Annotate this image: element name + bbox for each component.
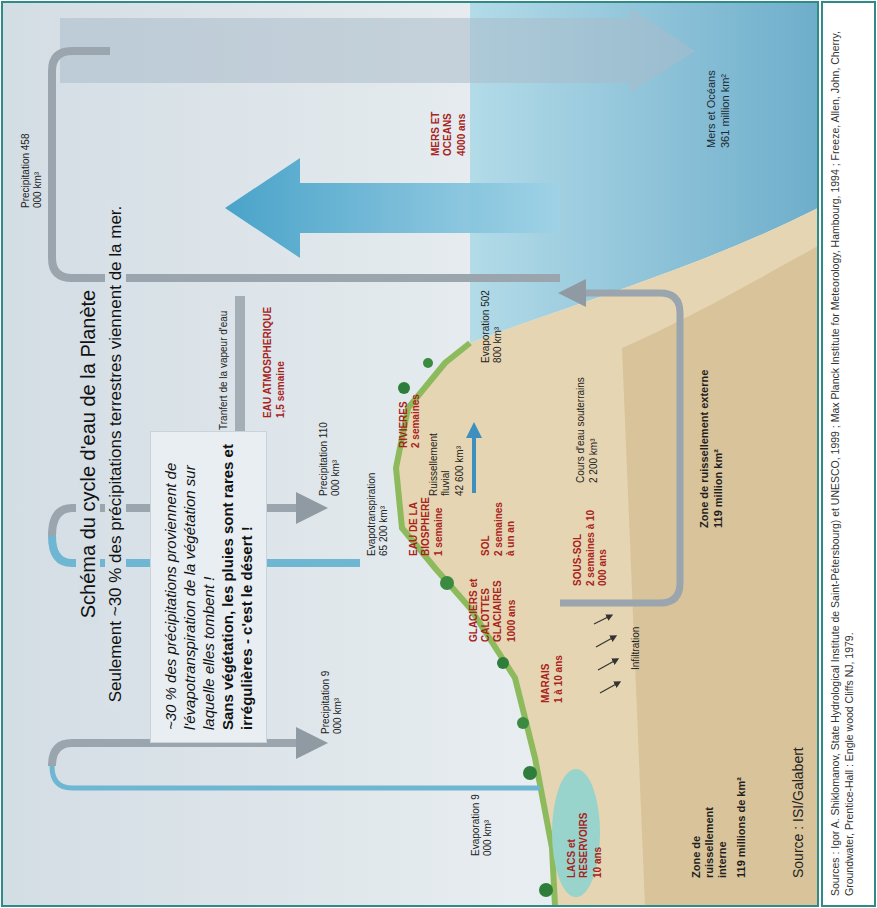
zone-name: Zone de ruissellement interne xyxy=(690,792,729,878)
infiltration-arrow xyxy=(594,616,610,624)
residence-time: 4000 ans xyxy=(456,94,468,156)
residence-time: 10 ans xyxy=(592,778,604,878)
callout-box: ~30 % des précipitations proviennent de … xyxy=(150,431,267,743)
area-name: Mers et Océans xyxy=(705,48,718,148)
tree xyxy=(440,576,454,590)
tree xyxy=(523,766,537,780)
tree xyxy=(398,382,410,394)
reservoir-name: RIVIERES xyxy=(398,393,410,448)
flow-value: Evapotranspiration 65 200 km³ xyxy=(366,462,390,556)
callout-text: ~30 % des précipitations proviennent de … xyxy=(161,444,218,730)
zone-area: 119 millions de km² xyxy=(735,768,748,878)
land xyxy=(396,208,818,908)
residence-time: 1 semaine xyxy=(433,498,445,556)
residence-time: 2 semaines à un an xyxy=(493,496,517,556)
groundwater-flow xyxy=(560,293,680,603)
sources-frame xyxy=(822,2,875,906)
reservoir-name: GLACIERS et CALOTTES GLACIAIRES xyxy=(468,562,504,642)
tree xyxy=(497,657,509,669)
reservoir-name: EAU ATMOSPHERIQUE xyxy=(262,293,274,418)
ocean-loop xyxy=(52,51,560,278)
zone-name: Zone de ruissellement externe xyxy=(698,358,711,528)
callout-emphasis: Sans végétation, les pluies sont rares e… xyxy=(218,444,256,730)
sources-caption: Sources : Igor A. Shiklomanov, State Hyd… xyxy=(828,12,856,896)
infiltration-arrow xyxy=(598,660,616,670)
tree xyxy=(539,883,553,897)
residence-time: 2 semaines à 10 000 ans xyxy=(585,501,609,586)
source-note: Source : ISI/Galabert xyxy=(790,678,807,878)
flow-value: 42 600 km³ xyxy=(454,434,466,496)
flow-value: Precipitation 110 000 km³ xyxy=(318,421,342,496)
area-value: 361 million km² xyxy=(719,48,732,148)
flow-name: Infiltration xyxy=(630,614,642,670)
reservoir-name: LACS et RESERVOIRS xyxy=(566,778,590,878)
flow-value: Evaporation 502 800 km³ xyxy=(480,288,504,363)
subtitle: Seulement ~30 % des précipitations terre… xyxy=(105,200,126,709)
residence-time: 2 semaines xyxy=(410,388,422,448)
reservoir-name: MARAIS xyxy=(540,643,552,703)
evaporation-arrow xyxy=(225,158,560,258)
flow-value: Evaporation 9 000 km³ xyxy=(470,794,494,856)
infiltration-arrow xyxy=(600,683,618,693)
tree xyxy=(423,358,433,368)
residence-time: 1000 ans xyxy=(506,562,518,642)
reservoir-name: SOUS-SOL xyxy=(572,501,584,586)
flow-value: Precipitation 9 000 km³ xyxy=(320,664,344,734)
title-row: Schéma du cycle d'eau de la Planète xyxy=(76,0,100,908)
reservoir-name: EAU DE LA BIOSPHERE xyxy=(408,495,432,556)
residence-time: 1,5 semaine xyxy=(275,293,287,418)
zone-area: 119 million km² xyxy=(712,358,725,528)
vegetation-layer xyxy=(396,343,555,906)
runoff-arrow xyxy=(472,430,476,493)
residence-time: 1 à 10 ans xyxy=(553,643,565,703)
reservoir-name: MERS ET OCEANS xyxy=(430,94,454,156)
evaporation-flow xyxy=(52,766,540,788)
infiltration-arrow xyxy=(596,637,614,647)
flow-name: Cours d'eau souterrains xyxy=(575,363,587,483)
flow-name: Ruissellement fluvial xyxy=(428,424,452,496)
reservoir-name: SOL xyxy=(480,496,492,556)
diagram-frame xyxy=(2,2,818,906)
precipitation-arrow xyxy=(60,8,695,93)
diagram-title: Schéma du cycle d'eau de la Planète xyxy=(76,284,100,624)
precipitation-flow xyxy=(52,743,312,766)
flow-name: Tranfert de la vapeur d'eau xyxy=(218,290,230,430)
flow-value: Precipitation 458 000 km³ xyxy=(20,118,44,208)
tree xyxy=(517,717,529,729)
flow-value: 2 200 km³ xyxy=(588,363,600,483)
subsoil xyxy=(622,246,818,906)
subtitle-row: Seulement ~30 % des précipitations terre… xyxy=(105,0,126,908)
